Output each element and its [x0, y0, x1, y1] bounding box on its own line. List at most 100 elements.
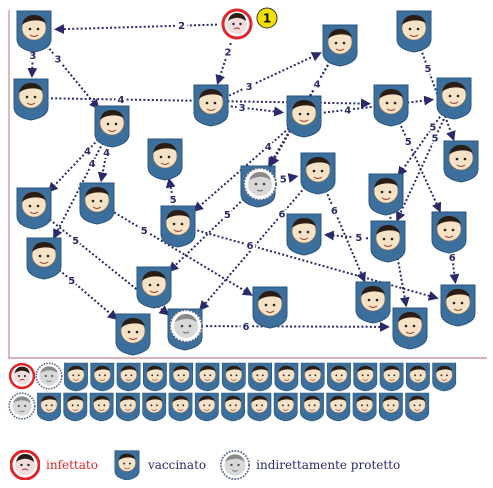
transmission-arrow: 6 [324, 190, 366, 283]
vaccinated-person-icon [355, 281, 391, 324]
step-label-bg [167, 194, 179, 206]
start-badge: 1 [256, 7, 278, 29]
vaccinated-counter-icon [169, 362, 194, 392]
vaccinated-person-icon [16, 187, 52, 230]
transmission-arrow: 4 [97, 144, 113, 183]
vaccinated-person-icon [440, 284, 476, 327]
protected-person-icon [169, 309, 203, 343]
transmission-arrow: 2 [53, 20, 218, 35]
vaccinated-person-icon [94, 105, 130, 148]
legend-vaccinated-label: vaccinato [147, 458, 207, 472]
vaccinated-person-icon [147, 138, 183, 181]
step-label: 5 [431, 134, 438, 145]
step-label-bg [276, 208, 288, 220]
vaccinated-person-icon [26, 237, 62, 280]
vaccinated-counter-icon [248, 362, 273, 392]
transmission-arrow: 5 [165, 177, 179, 206]
step-label: 2 [224, 47, 231, 58]
step-label-bg [277, 173, 289, 185]
vaccinated-person-icon [160, 205, 196, 248]
diagram-frame [8, 10, 487, 359]
vaccinated-person-icon [373, 84, 409, 127]
vaccinated-counter-icon [353, 362, 378, 392]
protected-icon [220, 450, 251, 480]
step-label: 2 [178, 21, 185, 32]
vaccinated-counter-icon [326, 392, 351, 422]
transmission-arrow: 6 [196, 229, 439, 301]
vaccinated-person-icon [193, 84, 229, 127]
vaccinated-counter-icon [327, 362, 351, 392]
transmission-arrow: 5 [58, 269, 118, 321]
vaccinated-person-icon [16, 10, 52, 53]
step-label: 6 [278, 210, 285, 221]
arrow-line [53, 23, 218, 35]
step-label-bg [221, 209, 233, 221]
step-label: 5 [72, 236, 79, 247]
step-label: 5 [141, 226, 148, 237]
transmission-arrow: 5 [113, 211, 253, 296]
arrow-line [113, 211, 253, 296]
arrow-line [398, 121, 442, 213]
step-label-bg [52, 53, 64, 65]
start-badge-label: 1 [263, 12, 271, 26]
step-label: 4 [84, 146, 91, 157]
step-label: 3 [29, 51, 36, 62]
vaccinated-person-icon [252, 286, 288, 329]
transmission-arrow: 6 [446, 250, 460, 285]
vaccinated-counter-icon [300, 392, 324, 422]
transmission-arrow: 4 [323, 95, 435, 116]
step-label-bg [115, 93, 127, 105]
infected-person-icon [221, 8, 253, 40]
step-label: 4 [117, 95, 124, 106]
step-label-bg [328, 204, 340, 216]
transmission-arrow: 4 [53, 142, 104, 240]
step-label: 4 [265, 142, 272, 153]
step-label-bg [176, 20, 188, 32]
step-label: 6 [243, 322, 250, 333]
step-label-bg [70, 234, 82, 246]
step-label: 6 [246, 241, 253, 252]
transmission-arrow: 2 [215, 42, 234, 85]
protected-person-icon [243, 167, 277, 201]
vaccinated-person-icon [300, 152, 336, 195]
infected-icon [10, 450, 40, 480]
vaccinated-counter-icon [116, 362, 141, 392]
transmission-arrow: 3 [230, 102, 285, 117]
step-label: 5 [280, 175, 287, 186]
vaccinated-person-icon [370, 220, 406, 263]
step-label: 3 [239, 103, 246, 114]
step-label-bg [429, 132, 441, 144]
vaccinated-person-icon [322, 24, 358, 67]
step-label-bg [427, 121, 439, 133]
step-label: 5 [355, 233, 362, 244]
vaccinated-counter-icon [142, 362, 167, 392]
step-label: 4 [103, 148, 110, 159]
vaccinated-person-icon [396, 10, 432, 53]
vaccinated-person-icon [13, 78, 49, 121]
vaccinated-person-icon [136, 266, 172, 309]
arrow-line [228, 52, 322, 97]
protected-counter-icon [35, 362, 63, 390]
vaccinated-counter-icon [352, 392, 377, 422]
vaccinated-counter-icon [194, 392, 219, 422]
vaccinated-counter-icon [405, 392, 430, 422]
step-label: 5 [425, 64, 432, 75]
vaccinated-counter-icon [378, 392, 403, 422]
step-label: 3 [55, 55, 62, 66]
arrow-line [53, 142, 104, 240]
arrow-line [47, 138, 99, 193]
legend-protected: indirettamente protetto [220, 450, 400, 480]
vaccinated-icon [114, 450, 140, 480]
infected-counter-icon [8, 362, 36, 390]
vaccinated-person-icon [79, 182, 115, 225]
transmission-arrow: 5 [168, 198, 245, 273]
step-label-bg [86, 158, 98, 170]
transmission-arrow: 3 [45, 44, 100, 110]
protected-counter-icon [8, 392, 36, 420]
step-label: 6 [449, 253, 456, 264]
step-label-bg [138, 224, 150, 236]
vaccinated-counter-icon [300, 362, 325, 392]
step-label-bg [81, 145, 93, 157]
vaccinated-counter-icon [63, 392, 88, 422]
